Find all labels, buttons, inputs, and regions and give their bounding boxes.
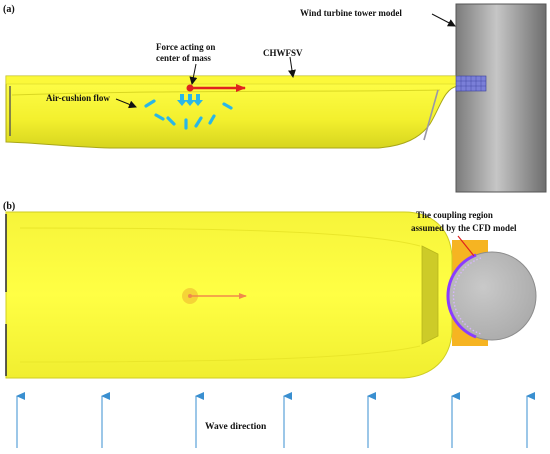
force-leader (189, 63, 198, 85)
bow-recess (421, 245, 439, 345)
force-label-line1: Force acting on (156, 42, 215, 52)
coupling-ring-dots (452, 257, 482, 335)
coupling-label-line2: assumed by the CFD model (411, 223, 517, 233)
air-cushion-spread-arrows (144, 99, 233, 130)
wave-arrows (16, 392, 535, 448)
tower-leader (431, 13, 456, 27)
panel-b-letter: (b) (3, 201, 15, 212)
force-label-line2: center of mass (156, 53, 211, 63)
vessel-label: CHWFSV (263, 48, 303, 58)
tower-model (455, 3, 547, 193)
panel-a-letter: (a) (3, 4, 15, 15)
coupling-grid-side (455, 75, 487, 92)
vessel-leader (288, 56, 296, 78)
wave-direction-label: Wave direction (205, 422, 267, 432)
air-cushion-arrows (177, 94, 203, 106)
coupling-label-line1: The coupling region (416, 210, 493, 220)
aircushion-label: Air-cushion flow (46, 93, 110, 103)
bow-strut (423, 89, 439, 141)
vessel-deck (5, 75, 459, 85)
panel-b: (b) The coupling region assumed by the C… (3, 201, 537, 448)
panel-a: (a) Wind turbine tower model CHWFSV Forc… (3, 3, 547, 193)
aircushion-leader (115, 98, 137, 109)
tower-label: Wind turbine tower model (300, 8, 402, 18)
coupling-ring-arc (446, 253, 477, 339)
vessel-hull-top (5, 211, 453, 379)
coupling-leader (457, 235, 475, 257)
vessel-hull-side (5, 75, 459, 149)
hull-inner-lower (19, 345, 421, 363)
hull-inner-upper (19, 227, 421, 247)
